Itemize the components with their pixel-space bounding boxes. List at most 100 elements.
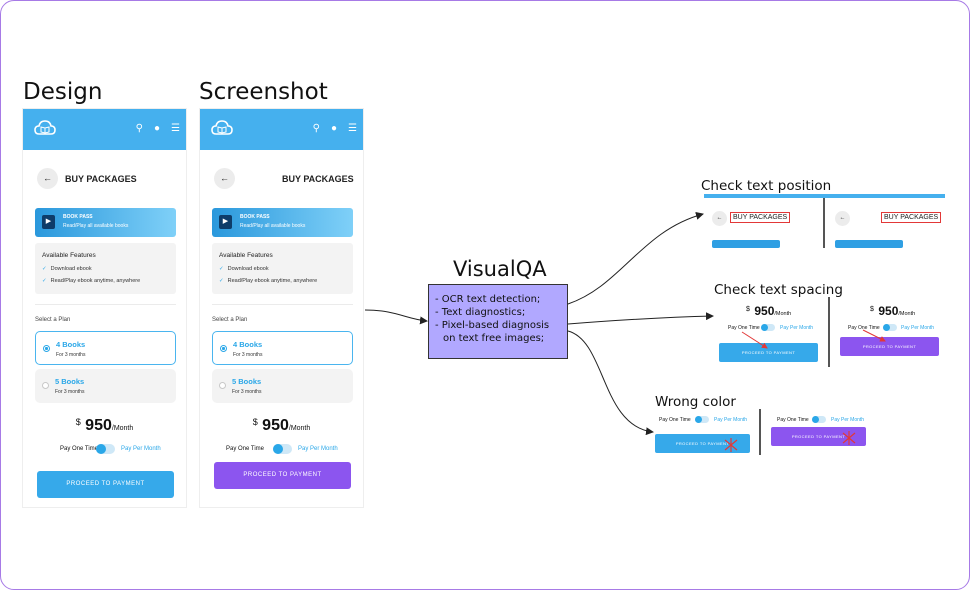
- book-pass-title: BOOK PASS: [63, 214, 93, 220]
- features-title: Available Features: [219, 252, 273, 259]
- features-card: Available Features ✓Download ebook ✓Read…: [35, 243, 176, 294]
- header-bar: [704, 194, 945, 198]
- book-pass-subtitle: Read/Play all available books: [63, 223, 129, 229]
- proceed-to-payment-button[interactable]: PROCEED TO PAYMENT: [37, 471, 174, 498]
- book-pass-card: [835, 240, 903, 248]
- visualqa-item: - Text diagnostics;: [435, 307, 526, 318]
- back-button: ←: [835, 211, 850, 226]
- pay-per-month-label: Pay Per Month: [780, 325, 814, 331]
- plan-duration: For 3 months: [55, 389, 85, 395]
- radio-unselected[interactable]: [219, 382, 226, 389]
- page-title: BUY PACKAGES: [282, 174, 354, 184]
- play-icon: ▶: [219, 215, 232, 229]
- plan-option-4-books[interactable]: 4 Books For 3 months: [212, 331, 353, 365]
- pay-one-time-label: Pay One Time: [60, 446, 99, 452]
- check-position-heading: Check text position: [701, 178, 832, 194]
- check-icon: ✓: [42, 266, 47, 272]
- book-pass-card[interactable]: ▶ BOOK PASS Read/Play all available book…: [212, 208, 353, 237]
- header-icons: ⚲ ● ☰: [313, 123, 357, 135]
- plan-option-5-books[interactable]: 5 Books For 3 months: [35, 369, 176, 403]
- visualqa-title: VisualQA: [453, 257, 547, 281]
- frequency-switch[interactable]: [273, 444, 292, 454]
- play-icon: ▶: [42, 215, 55, 229]
- pay-per-month-label: Pay Per Month: [901, 325, 935, 331]
- proceed-to-payment-button: PROCEED TO PAYMENT: [840, 337, 939, 356]
- bell-icon[interactable]: ●: [153, 123, 161, 134]
- visualqa-item: - OCR text detection;: [435, 294, 541, 305]
- back-button[interactable]: ←: [214, 168, 235, 189]
- header-icons: ⚲ ● ☰: [136, 123, 180, 135]
- book-pass-subtitle: Read/Play all available books: [240, 223, 306, 229]
- plan-option-5-books[interactable]: 5 Books For 3 months: [212, 369, 353, 403]
- radio-selected[interactable]: [220, 345, 227, 352]
- check-spacing-heading: Check text spacing: [714, 282, 843, 298]
- menu-icon[interactable]: ☰: [171, 123, 180, 134]
- frequency-switch: [812, 416, 826, 423]
- frequency-switch: [883, 324, 897, 331]
- frequency-switch: [695, 416, 709, 423]
- position-comparison-panel: ← BUY PACKAGES ← BUY PACKAGES: [704, 194, 945, 248]
- price-display: $ 950/Month: [870, 304, 916, 318]
- book-pass-card[interactable]: ▶ BOOK PASS Read/Play all available book…: [35, 208, 176, 237]
- highlighted-title: BUY PACKAGES: [881, 212, 942, 223]
- feature-item: ✓Download ebook: [42, 266, 92, 272]
- design-heading: Design: [23, 79, 103, 105]
- check-icon: ✓: [219, 266, 224, 272]
- plan-duration: For 3 months: [232, 389, 262, 395]
- book-pass-card: [712, 240, 780, 248]
- feature-item: ✓Read/Play ebook anytime, anywhere: [42, 278, 141, 284]
- search-icon[interactable]: ⚲: [135, 123, 143, 134]
- logo-icon: [34, 120, 56, 135]
- design-phone-mockup: ⚲ ● ☰ ← BUY PACKAGES ▶ BOOK PASS Read/Pl…: [22, 108, 187, 508]
- radio-selected[interactable]: [43, 345, 50, 352]
- divider: [823, 198, 825, 248]
- price-display: $ 950/Month: [746, 304, 792, 318]
- menu-icon[interactable]: ☰: [348, 123, 357, 134]
- header-bar: ⚲ ● ☰: [23, 109, 186, 150]
- plan-name: 5 Books: [55, 377, 85, 386]
- wrong-color-heading: Wrong color: [655, 394, 736, 410]
- frequency-switch: [761, 324, 775, 331]
- proceed-to-payment-button: PROCEED TO PAYMENT: [771, 427, 866, 446]
- arrow-into-visualqa: [364, 309, 428, 325]
- select-plan-label: Select a Plan: [212, 317, 248, 323]
- check-icon: ✓: [42, 278, 47, 284]
- pay-per-month-label: Pay Per Month: [714, 417, 748, 423]
- book-pass-title: BOOK PASS: [240, 214, 270, 220]
- visualqa-item: on text free images;: [443, 333, 545, 344]
- divider: [212, 304, 353, 305]
- pay-one-time-label: Pay One Time: [777, 417, 809, 423]
- feature-item: ✓Read/Play ebook anytime, anywhere: [219, 278, 318, 284]
- plan-name: 5 Books: [232, 377, 262, 386]
- plan-duration: For 3 months: [233, 352, 263, 358]
- arrow-to-color-check: [567, 330, 654, 436]
- select-plan-label: Select a Plan: [35, 317, 71, 323]
- features-title: Available Features: [42, 252, 96, 259]
- screenshot-phone-mockup: ⚲ ● ☰ ← BUY PACKAGES ▶ BOOK PASS Read/Pl…: [199, 108, 364, 508]
- divider: [35, 304, 176, 305]
- price-display: $ 950/Month: [75, 417, 134, 434]
- pay-per-month-label: Pay Per Month: [298, 446, 338, 452]
- arrow-to-spacing-check: [567, 312, 714, 325]
- frequency-switch[interactable]: [96, 444, 115, 454]
- bell-icon[interactable]: ●: [330, 123, 338, 134]
- spacing-comparison-panel: $ 950/Month Pay One Time Pay Per Month P…: [714, 297, 944, 367]
- feature-item: ✓Download ebook: [219, 266, 269, 272]
- features-card: Available Features ✓Download ebook ✓Read…: [212, 243, 353, 294]
- pay-one-time-label: Pay One Time: [226, 446, 265, 452]
- search-icon[interactable]: ⚲: [312, 123, 320, 134]
- radio-unselected[interactable]: [42, 382, 49, 389]
- pay-one-time-label: Pay One Time: [659, 417, 691, 423]
- logo-icon: [211, 120, 233, 135]
- proceed-to-payment-button[interactable]: PROCEED TO PAYMENT: [214, 462, 351, 489]
- back-button[interactable]: ←: [37, 168, 58, 189]
- check-icon: ✓: [219, 278, 224, 284]
- plan-duration: For 3 months: [56, 352, 86, 358]
- header-bar: ⚲ ● ☰: [200, 109, 363, 150]
- pay-per-month-label: Pay Per Month: [831, 417, 865, 423]
- divider: [828, 297, 830, 367]
- visualqa-item: - Pixel-based diagnosis: [435, 320, 550, 331]
- plan-option-4-books[interactable]: 4 Books For 3 months: [35, 331, 176, 365]
- divider: [759, 409, 761, 455]
